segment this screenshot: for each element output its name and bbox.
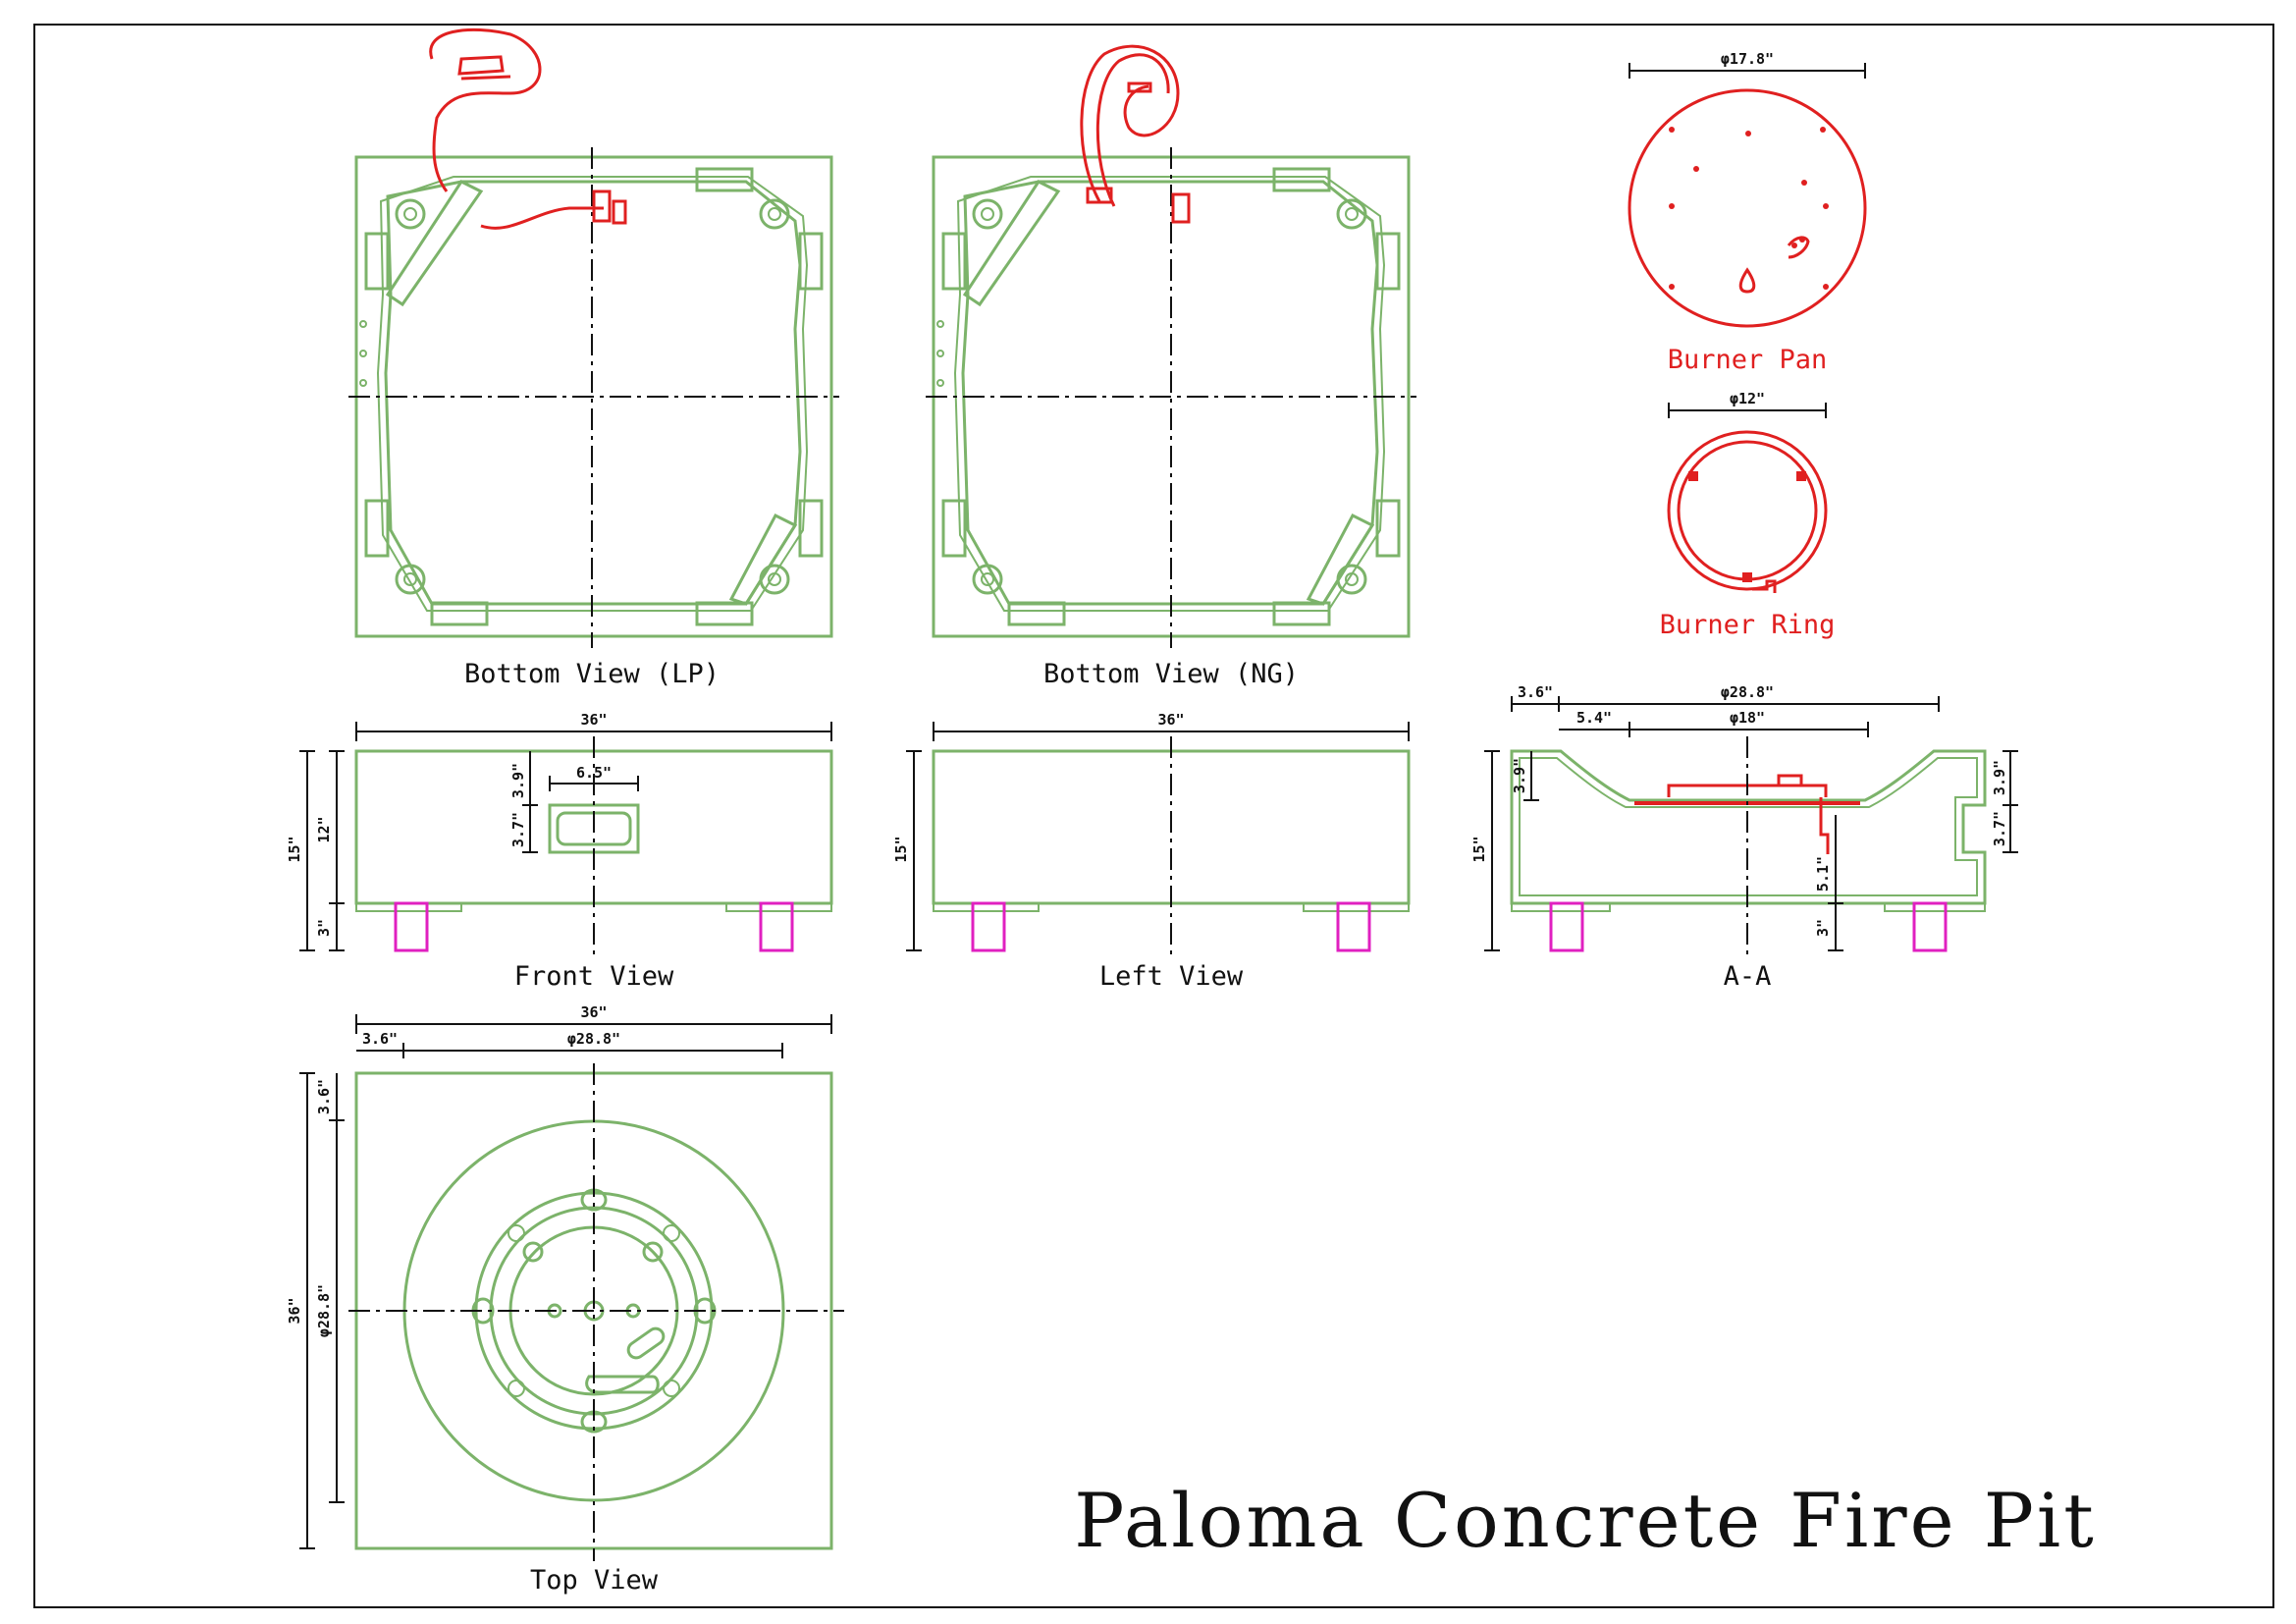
burner-pan-label: Burner Pan	[1668, 345, 1828, 375]
section-leg-dim: 3"	[1814, 919, 1832, 937]
left-view-label: Left View	[1099, 961, 1244, 992]
left-height-dim: 15"	[892, 836, 910, 862]
section-height-dim: 15"	[1470, 836, 1488, 862]
opening-width-dim: 6.5"	[576, 764, 612, 782]
top-width-dim: 36"	[580, 1003, 607, 1021]
front-height-12-dim: 12"	[315, 816, 333, 842]
left-width-dim: 36"	[1157, 711, 1184, 729]
burner-ring-diameter: φ12"	[1730, 390, 1765, 407]
burner-pan: φ17.8"	[1628, 50, 1867, 328]
front-leg-dim: 3"	[315, 919, 333, 937]
top-height-dim: 36"	[286, 1297, 303, 1324]
front-view-label: Front View	[514, 961, 674, 992]
bottom-view-lp	[348, 27, 839, 648]
front-height-15-dim: 15"	[286, 836, 303, 862]
section-inset-dim: 3.6"	[1518, 683, 1553, 701]
top-side-inset-dim: 3.6"	[315, 1079, 333, 1114]
burner-ring: φ12"	[1667, 390, 1828, 593]
section-slot-top-dim: 3.9"	[1991, 760, 2008, 795]
section-pan-dim: φ18"	[1730, 709, 1765, 727]
top-side-opening-dim: φ28.8"	[315, 1284, 333, 1337]
section-drop-dim: 5.1"	[1814, 856, 1832, 892]
left-view: 36" 15"	[892, 711, 1411, 957]
bottom-view-lp-label: Bottom View (LP)	[464, 659, 720, 689]
front-width-dim: 36"	[580, 711, 607, 729]
top-view-label: Top View	[530, 1565, 659, 1596]
top-opening-dim: φ28.8"	[567, 1030, 620, 1048]
section-a-a: 3.6" φ28.8" 5.4" φ18" 3.9" 15" 5.1" 3"	[1470, 683, 2018, 957]
top-inset-dim: 3.6"	[362, 1030, 398, 1048]
opening-height-dim: 3.7"	[509, 812, 527, 847]
top-view: 36" 3.6" φ28.8" 36" 3.6"	[286, 1003, 844, 1561]
opening-top-dim: 3.9"	[509, 763, 527, 798]
burner-ring-label: Burner Ring	[1660, 610, 1836, 640]
section-step-dim: 5.4"	[1576, 709, 1612, 727]
section-slot-height-dim: 3.7"	[1991, 811, 2008, 846]
sheet-border	[33, 24, 2274, 1608]
section-view-label: A-A	[1724, 961, 1772, 992]
burner-pan-diameter: φ17.8"	[1721, 50, 1774, 68]
front-view: 36" 6.5" 3.9" 3.7" 15" 12" 3"	[286, 711, 833, 957]
section-opening-dim: φ28.8"	[1721, 683, 1774, 701]
bottom-view-ng-label: Bottom View (NG)	[1043, 659, 1299, 689]
drawing-title: Paloma Concrete Fire Pit	[1074, 1477, 2097, 1564]
section-bowl-depth-dim: 3.9"	[1511, 758, 1528, 793]
bottom-view-ng	[926, 44, 1416, 648]
